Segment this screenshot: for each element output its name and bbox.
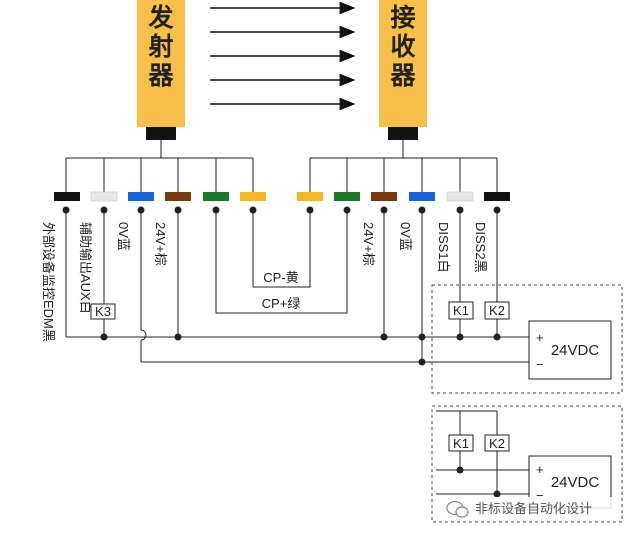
- supply-minus: −: [536, 357, 544, 372]
- label-cp-yellow: CP-黄: [263, 270, 298, 285]
- label-24v-right: 24V+棕: [361, 222, 376, 266]
- wire-swatch-0v: [128, 192, 154, 201]
- wire-swatch-cp-green: [334, 192, 360, 201]
- wire-swatch-24v: [165, 192, 191, 201]
- receiver-char-3: 器: [389, 62, 416, 90]
- supply-minus: −: [536, 488, 544, 503]
- receiver: 接 收 器: [379, 0, 427, 140]
- wire-labels: 外部设备监控EDM黑 辅助输出AUX白 0V蓝 24V+棕 24V+棕 0V蓝 …: [41, 222, 488, 342]
- transmitter: 发 射 器: [137, 0, 185, 140]
- label-0v-left: 0V蓝: [116, 222, 131, 251]
- supply-plus: +: [536, 462, 544, 477]
- light-beams: [210, 1, 356, 111]
- supply-plus: +: [536, 330, 544, 345]
- relay-k1-label: K1: [453, 303, 469, 318]
- wire-swatch-0v: [409, 192, 435, 201]
- relay-k1-label: K1: [453, 436, 469, 451]
- label-cp-green: CP+绿: [262, 296, 301, 311]
- relay-k3: K3: [90, 303, 116, 320]
- right-wire-swatches: [297, 191, 510, 202]
- supply-label: 24VDC: [551, 342, 600, 359]
- relay-k2-lower: K2: [484, 434, 510, 452]
- wire-swatch-diss2: [484, 192, 510, 201]
- wechat-icon: [446, 500, 469, 518]
- label-diss2: DISS2黑: [473, 222, 488, 273]
- label-0v-right: 0V蓝: [398, 222, 413, 251]
- transmitter-char-2: 射: [147, 33, 173, 61]
- supply-label: 24VDC: [551, 474, 600, 491]
- receiver-char-1: 接: [390, 4, 415, 32]
- label-aux: 辅助输出AUX白: [78, 222, 93, 314]
- relay-k2-upper: K2: [484, 301, 510, 320]
- relay-k3-label: K3: [95, 304, 111, 319]
- relay-k2-label: K2: [489, 436, 505, 451]
- left-wire-swatches: [54, 191, 266, 202]
- label-edm: 外部设备监控EDM黑: [41, 222, 56, 342]
- transmitter-connector: [146, 127, 176, 140]
- wire-swatch-24v: [371, 192, 397, 201]
- wire-swatch-diss1: [446, 191, 474, 202]
- transmitter-char-1: 发: [147, 3, 173, 32]
- relay-k2-label: K2: [489, 303, 505, 318]
- relay-k1-upper: K1: [448, 301, 474, 320]
- transmitter-char-3: 器: [147, 62, 174, 90]
- relay-k1-lower: K1: [448, 434, 474, 452]
- label-diss1: DISS1白: [436, 222, 451, 273]
- wire-swatch-aux: [90, 191, 118, 202]
- power-supply-upper: + − 24VDC: [528, 320, 612, 380]
- label-24v-left: 24V+棕: [153, 222, 168, 266]
- watermark: 非标设备自动化设计: [440, 497, 620, 519]
- receiver-connector: [388, 127, 418, 140]
- junctions: [62, 206, 501, 498]
- wire-swatch-cp-yellow: [240, 192, 266, 201]
- wire-swatch-edm: [54, 192, 80, 201]
- upper-relay-box: K1 K2 + − 24VDC: [431, 284, 623, 394]
- wire-swatch-cp-green: [203, 192, 229, 201]
- receiver-char-2: 收: [390, 33, 415, 61]
- wire-swatch-cp-yellow: [297, 192, 323, 201]
- watermark-text: 非标设备自动化设计: [475, 501, 592, 516]
